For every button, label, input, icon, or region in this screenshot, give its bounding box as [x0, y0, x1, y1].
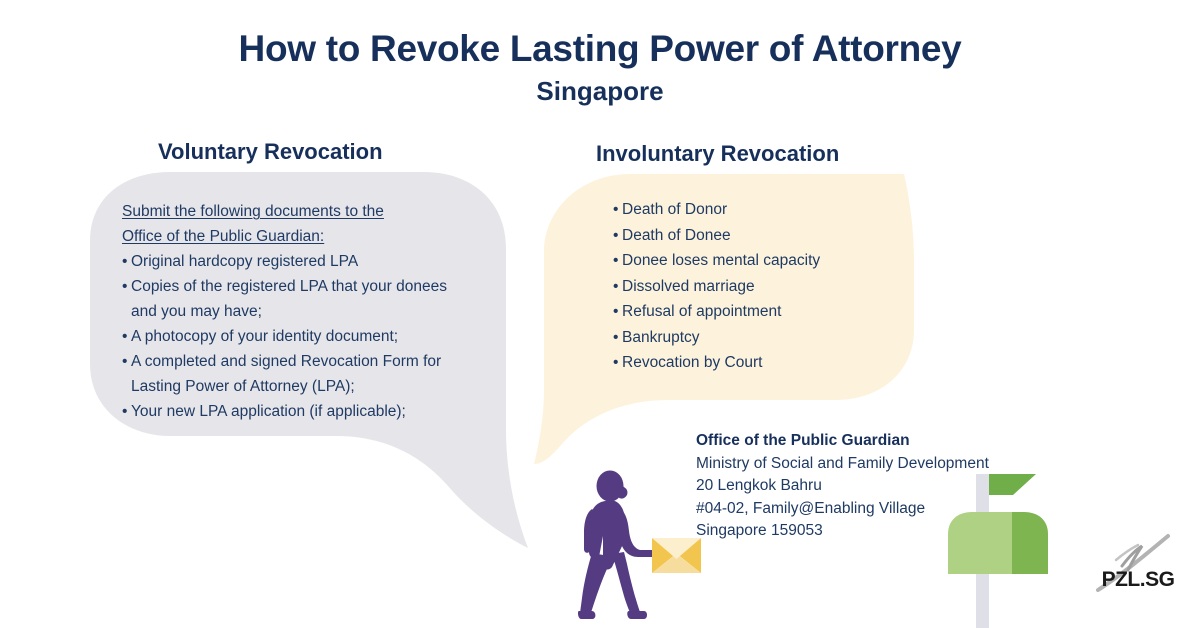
list-item-label: Donee loses mental capacity [622, 252, 821, 269]
mailbox-end-cap [1012, 512, 1048, 574]
bullet-dot: • [613, 354, 619, 371]
person-torso [589, 500, 625, 570]
logo-stroke-main [1096, 534, 1170, 592]
address-line: Singapore 159053 [696, 522, 823, 539]
voluntary-revocation-content: Submit the following documents to the Of… [122, 199, 482, 424]
bullet-dot: • [122, 353, 128, 370]
bullet-dot: • [613, 226, 619, 244]
page-subtitle: Singapore [536, 76, 664, 106]
list-item: • Death of Donor [613, 197, 913, 223]
list-item: • Refusal of appointment [613, 299, 913, 325]
involuntary-revocation-content: • Death of Donor • Death of Donee • Done… [613, 197, 913, 376]
logo-brush-stroke-icon [1096, 534, 1170, 592]
bullet-dot: • [613, 252, 619, 269]
address-office-name: Office of the Public Guardian [696, 432, 910, 449]
list-item: • A photocopy of your identity document; [122, 324, 482, 349]
list-item-label: A completed and signed Revocation Form f… [131, 353, 442, 370]
list-item: • Donee loses mental capacity [613, 248, 913, 274]
office-address-block: Office of the Public Guardian Ministry o… [696, 430, 1026, 543]
list-item-label: Your new LPA application (if applicable)… [131, 403, 406, 420]
page-title: How to Revoke Lasting Power of Attorney [238, 28, 962, 69]
person-front-foot [627, 611, 647, 619]
person-face-detail [619, 486, 628, 499]
list-item: • Your new LPA application (if applicabl… [122, 399, 482, 424]
voluntary-lead-line-2: Office of the Public Guardian: [122, 228, 325, 245]
list-item: • Copies of the registered LPA that your… [122, 274, 482, 299]
bullet-dot: • [122, 328, 128, 345]
address-line: 20 Lengkok Bahru [696, 477, 822, 494]
address-line: #04-02, Family@Enabling Village [696, 499, 926, 517]
list-item-continuation: and you may have; [131, 303, 262, 320]
logo-text: PZL.SG [1101, 568, 1175, 591]
pzl-sg-logo[interactable]: PZL.SG [1086, 532, 1190, 594]
left-bubble-shape [90, 172, 528, 548]
person-front-leg [612, 552, 641, 618]
mailbox-flag [989, 474, 1036, 495]
list-item-label: Death of Donee [622, 226, 731, 244]
list-item-label: Dissolved marriage [622, 277, 755, 295]
mailbox-body [948, 512, 1024, 574]
list-item: • Original hardcopy registered LPA [122, 249, 482, 274]
bullet-dot: • [613, 201, 619, 218]
envelope-left-wing [652, 538, 674, 573]
voluntary-lead-line-1: Submit the following documents to the [122, 203, 384, 220]
list-item-label: A photocopy of your identity document; [131, 328, 399, 345]
person-back-arm [584, 509, 597, 553]
list-item-continuation: Lasting Power of Attorney (LPA); [131, 378, 355, 395]
person-head [596, 470, 624, 502]
bullet-dot: • [122, 403, 128, 420]
address-line: Ministry of Social and Family Developmen… [696, 454, 989, 472]
bullet-dot: • [613, 303, 619, 320]
list-item: • Dissolved marriage [613, 274, 913, 300]
walking-person-icon [578, 470, 701, 619]
list-item-label: Death of Donor [622, 201, 728, 218]
envelope-bottom-fold [652, 554, 701, 573]
list-item-label: Revocation by Court [622, 354, 763, 371]
logo-stroke-flick [1120, 544, 1144, 572]
involuntary-revocation-heading: Involuntary Revocation [596, 141, 840, 166]
list-item: • Bankruptcy [613, 325, 913, 351]
bullet-dot: • [613, 277, 619, 295]
envelope-flap [652, 538, 701, 559]
envelope-icon [652, 538, 701, 573]
voluntary-revocation-heading: Voluntary Revocation [158, 139, 383, 164]
bullet-dot: • [122, 278, 128, 295]
list-item: • Death of Donee [613, 223, 913, 249]
person-front-arm [616, 508, 656, 557]
list-item-label: Refusal of appointment [622, 303, 782, 320]
list-item-label: Original hardcopy registered LPA [131, 253, 359, 270]
mailbox-icon [948, 474, 1048, 628]
envelope-right-wing [679, 538, 701, 573]
list-item-label: Bankruptcy [622, 328, 700, 346]
right-bubble-shape [534, 174, 914, 464]
person-back-leg [580, 553, 609, 619]
list-item: • A completed and signed Revocation Form… [122, 349, 482, 374]
person-back-foot [578, 611, 596, 619]
list-item-label: Copies of the registered LPA that your d… [131, 278, 447, 295]
bullet-dot: • [122, 253, 128, 270]
list-item: • Revocation by Court [613, 350, 913, 376]
logo-stroke-tail [1114, 543, 1140, 562]
bullet-dot: • [613, 328, 619, 346]
